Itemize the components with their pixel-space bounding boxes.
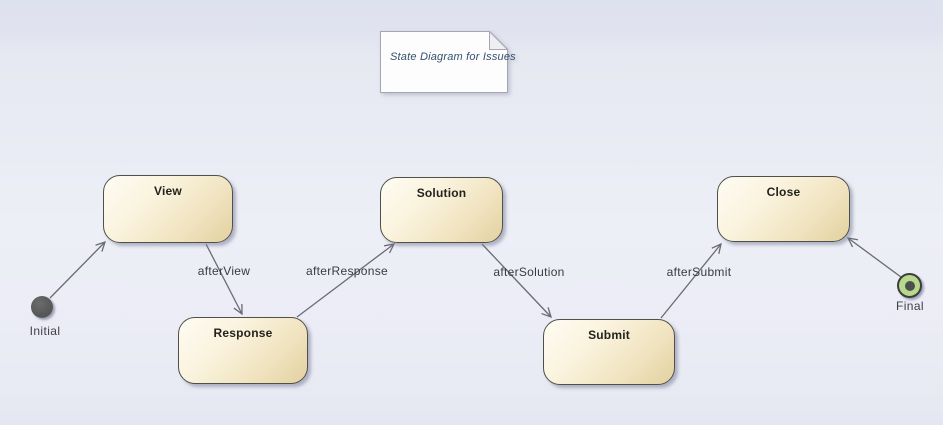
state-response[interactable]: Response	[178, 317, 308, 384]
transition-label-afterview[interactable]: afterView	[197, 264, 251, 278]
note-text: State Diagram for Issues	[390, 51, 516, 63]
transition-view-to-response[interactable]	[205, 243, 242, 314]
transition-label-aftersolution[interactable]: afterSolution	[493, 265, 565, 279]
transition-label-aftersubmit[interactable]: afterSubmit	[666, 265, 732, 279]
state-view[interactable]: View	[103, 175, 233, 243]
transition-final-to-close[interactable]	[848, 238, 902, 278]
final-node-icon[interactable]	[897, 273, 922, 298]
state-submit-label: Submit	[588, 328, 630, 342]
transition-label-afterresponse[interactable]: afterResponse	[306, 264, 388, 278]
transition-initial-to-view[interactable]	[49, 242, 105, 299]
state-submit[interactable]: Submit	[543, 319, 675, 385]
note-state-diagram-for-issues[interactable]: State Diagram for Issues	[380, 31, 516, 93]
transition-submit-to-close[interactable]	[660, 244, 721, 319]
state-close-label: Close	[766, 185, 801, 199]
state-view-label: View	[154, 184, 182, 198]
initial-node-label: Initial	[29, 324, 61, 338]
initial-node-icon[interactable]	[31, 296, 53, 318]
transition-solution-to-submit[interactable]	[481, 243, 551, 317]
transition-response-to-solution[interactable]	[296, 244, 394, 318]
state-solution-label: Solution	[416, 186, 467, 200]
final-node-label: Final	[895, 299, 925, 313]
state-response-label: Response	[213, 326, 273, 340]
note-shape-icon	[380, 31, 508, 93]
state-close[interactable]: Close	[717, 176, 850, 242]
state-solution[interactable]: Solution	[380, 177, 503, 243]
final-node-dot-icon	[904, 280, 915, 291]
